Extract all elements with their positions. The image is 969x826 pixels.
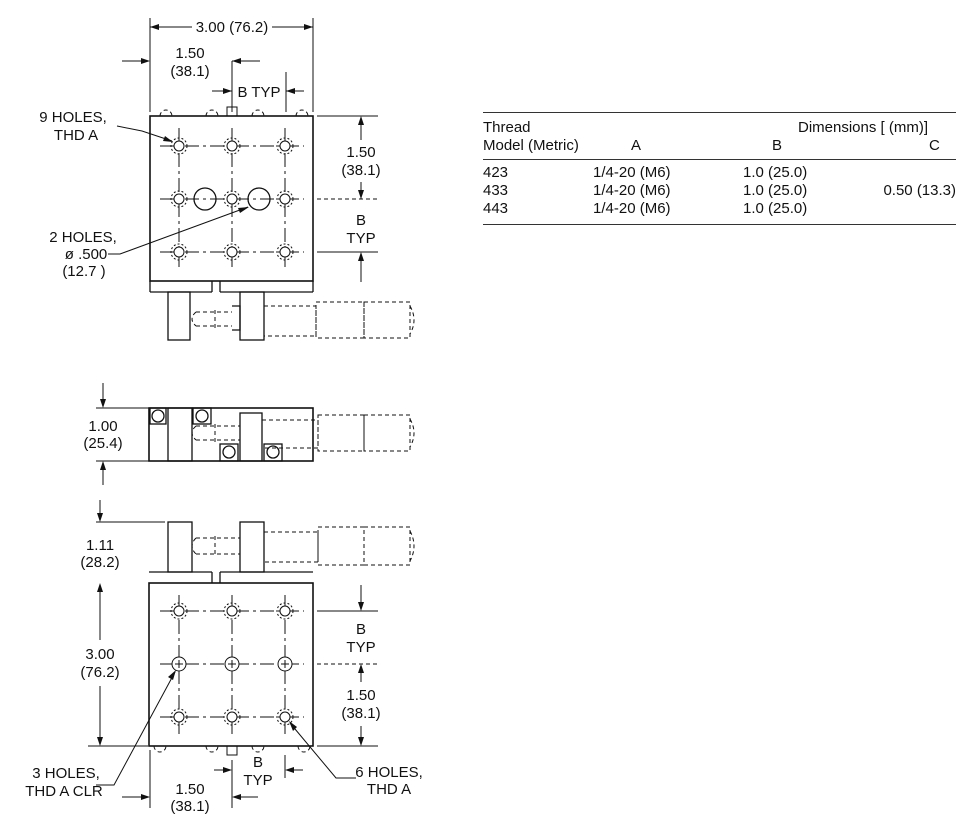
top-half-height-mm: (38.1) [341, 162, 380, 179]
bottom-b-typ-2: TYP [243, 772, 272, 789]
side-view: 1.00 (25.4) [83, 383, 415, 485]
large-hole-left [193, 187, 217, 211]
table-top-rule [483, 112, 956, 113]
header-thread: Thread [483, 119, 531, 136]
top-b-side-1: B [356, 212, 366, 229]
bottom-b-side-1: B [356, 621, 366, 638]
top-width-dim: 3.00 (76.2) [196, 19, 269, 36]
six-holes-line1: 6 HOLES, [355, 764, 423, 781]
table-header-row-1: Thread Dimensions [ (mm)] [483, 119, 956, 137]
top-view: 3.00 (76.2) 1.50 (38.1) B TYP [39, 18, 415, 341]
header-model: Model (Metric) [483, 137, 579, 154]
cell-model: 443 [483, 200, 509, 217]
cell-b: 1.0 (25.0) [743, 200, 808, 217]
top-half-width-val: 1.50 [175, 45, 204, 62]
cell-model: 433 [483, 182, 509, 199]
top-b-side-2: TYP [346, 230, 375, 247]
table-row: 423 1/4-20 (M6) 1.0 (25.0) [483, 164, 956, 182]
two-holes-line1: 2 HOLES, [49, 229, 117, 246]
cell-b: 1.0 (25.0) [743, 164, 808, 181]
table-row: 443 1/4-20 (M6) 1.0 (25.0) [483, 200, 956, 218]
bottom-length-mm: (76.2) [80, 664, 119, 681]
top-half-width-mm: (38.1) [170, 63, 209, 80]
large-hole-right [247, 187, 271, 211]
side-height-mm: (25.4) [83, 435, 122, 452]
dimensions-table: Thread Dimensions [ (mm)] Model (Metric)… [483, 112, 956, 225]
cell-b: 1.0 (25.0) [743, 182, 808, 199]
thread-hole-grid [170, 137, 294, 261]
three-holes-line2: THD A CLR [25, 783, 103, 800]
top-half-height-val: 1.50 [346, 144, 375, 161]
bottom-view: 1.11 (28.2) 3.00 (76.2) [25, 500, 423, 815]
bottom-length-val: 3.00 [85, 646, 114, 663]
table-row: 433 1/4-20 (M6) 1.0 (25.0) 0.50 (13.3) [483, 182, 956, 200]
bottom-half-height-mm: (38.1) [341, 705, 380, 722]
bottom-half-height-val: 1.50 [346, 687, 375, 704]
two-holes-line2: ø .500 [65, 246, 108, 263]
cell-a: 1/4-20 (M6) [593, 182, 671, 199]
nine-holes-line2: THD A [54, 127, 98, 144]
bottom-offset-mm: (28.2) [80, 554, 119, 571]
two-holes-line3: (12.7 ) [62, 263, 105, 280]
six-holes-line2: THD A [367, 781, 411, 798]
three-holes-line1: 3 HOLES, [32, 765, 100, 782]
cell-a: 1/4-20 (M6) [593, 164, 671, 181]
top-b-typ: B TYP [237, 84, 280, 101]
nine-holes-line1: 9 HOLES, [39, 109, 107, 126]
bottom-half-width-val: 1.50 [175, 781, 204, 798]
table-header-rule [483, 159, 956, 160]
header-b: B [772, 137, 783, 154]
bottom-b-side-2: TYP [346, 639, 375, 656]
header-c: C [929, 137, 940, 154]
table-header-row-2: Model (Metric) A B C [483, 137, 956, 155]
cell-c: 0.50 (13.3) [883, 182, 956, 199]
header-dimensions: Dimensions [ (mm)] [797, 119, 928, 136]
bottom-offset-val: 1.11 [86, 537, 114, 554]
table-bottom-rule [483, 224, 956, 225]
cell-model: 423 [483, 164, 509, 181]
side-height-val: 1.00 [88, 418, 117, 435]
cell-a: 1/4-20 (M6) [593, 200, 671, 217]
bottom-b-typ-1: B [253, 754, 263, 771]
header-a: A [631, 137, 642, 154]
bottom-half-width-mm: (38.1) [170, 798, 209, 815]
